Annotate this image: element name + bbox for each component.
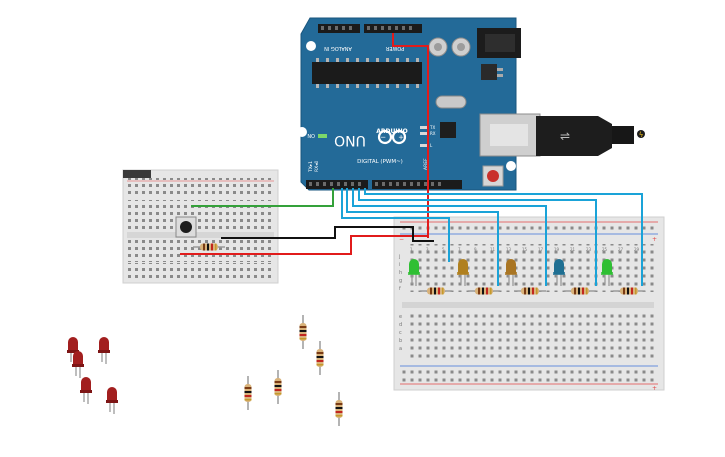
row-letter: i	[399, 262, 400, 268]
led-red-loose[interactable]	[105, 386, 119, 415]
digital-pwm-label: DIGITAL (PWM~)	[357, 159, 403, 165]
led-red-loose[interactable]	[79, 376, 93, 405]
wire-led-3[interactable]	[352, 188, 547, 286]
column-number: 5	[442, 247, 445, 252]
wire-gnd[interactable]	[221, 226, 434, 242]
row-letter: a	[399, 346, 402, 352]
on-led	[318, 134, 327, 138]
power-label: POWER	[385, 45, 404, 51]
row-letter: g	[399, 278, 402, 284]
resistor-loose[interactable]	[243, 375, 253, 411]
mount-hole	[306, 41, 316, 51]
column-number: 11	[490, 247, 496, 252]
aref-label: AREF	[423, 158, 429, 170]
led-on-breadboard[interactable]	[601, 259, 613, 286]
analog-header[interactable]	[318, 24, 360, 33]
crystal-oscillator	[435, 95, 467, 109]
tx-label: TX	[429, 125, 435, 130]
rail-minus: −	[399, 236, 404, 243]
rx-label: RX	[430, 131, 436, 136]
column-number: 1	[410, 247, 413, 252]
rx-pin-label: RX◂0	[314, 161, 320, 172]
breadboard-small[interactable]	[122, 169, 279, 284]
arduino-brand-label: ARDUINO	[376, 128, 407, 135]
wire-button-input[interactable]	[191, 188, 334, 207]
rail-plus: +	[652, 236, 657, 243]
on-label: ON	[307, 132, 315, 138]
l-label: L	[430, 143, 433, 148]
resistor-loose[interactable]	[298, 314, 308, 350]
led-group	[408, 259, 613, 286]
mount-hole	[506, 161, 516, 171]
usb-icon: ⇌	[560, 129, 570, 143]
tx-pin-label: TX▸1	[308, 161, 314, 173]
led-red-loose[interactable]	[71, 350, 85, 379]
voltage-regulator	[481, 64, 497, 80]
column-number: 3	[426, 247, 429, 252]
svg-text:−: −	[380, 133, 386, 141]
led-on-breadboard[interactable]	[553, 259, 565, 286]
row-letter: e	[399, 314, 402, 320]
row-letter: h	[399, 270, 402, 276]
row-letter: c	[399, 330, 402, 336]
usb-cable[interactable]: ⇌ ϟ	[479, 113, 645, 157]
wire-led-2[interactable]	[346, 188, 499, 286]
arduino-uno-board[interactable]: ANALOG IN POWER ON	[297, 17, 521, 191]
wires	[180, 33, 643, 286]
column-number: 21	[570, 247, 576, 252]
resistor-loose[interactable]	[334, 391, 344, 427]
column-number: 17	[538, 247, 544, 252]
svg-text:+: +	[652, 385, 657, 392]
wire-5v-small[interactable]	[180, 235, 427, 255]
loose-components	[66, 314, 344, 427]
svg-text:+: +	[398, 133, 404, 141]
row-letter: b	[399, 338, 402, 344]
column-number: 13	[506, 247, 512, 252]
resistor-loose[interactable]	[315, 340, 325, 376]
led-on-breadboard[interactable]	[505, 259, 517, 286]
column-number: 9	[474, 247, 477, 252]
column-number: 29	[634, 247, 640, 252]
column-number: 7	[458, 247, 461, 252]
breadboard-large[interactable]: − + 1 3 5 7 9 11 13 15 17 19 21 23 25 27…	[393, 216, 665, 392]
analog-in-label: ANALOG IN	[324, 45, 352, 51]
led-red-loose[interactable]	[97, 336, 111, 365]
wire-led-4[interactable]	[358, 188, 597, 286]
arduino-logo: + −	[377, 129, 407, 145]
wire-5v[interactable]	[392, 33, 429, 238]
mount-hole	[297, 127, 307, 137]
column-number: 23	[586, 247, 592, 252]
row-letter: f	[399, 286, 401, 292]
led-on-breadboard[interactable]	[457, 259, 469, 286]
column-number: 25	[602, 247, 608, 252]
column-number: 27	[618, 247, 624, 252]
power-header[interactable]	[364, 24, 422, 33]
atmega-chip	[312, 62, 422, 84]
lightning-icon: ϟ	[639, 131, 644, 139]
uno-model-label: UNO	[334, 132, 366, 148]
resistor-loose[interactable]	[273, 369, 283, 405]
column-number: 15	[522, 247, 528, 252]
row-letter: d	[399, 322, 402, 328]
wire-led-1[interactable]	[341, 188, 450, 262]
wire-led-5[interactable]	[364, 188, 643, 286]
led-on-breadboard[interactable]	[408, 259, 420, 286]
usb-chip	[440, 122, 456, 138]
row-letter: j	[398, 254, 400, 260]
slide-switch[interactable]	[123, 170, 151, 178]
column-number: 19	[554, 247, 560, 252]
